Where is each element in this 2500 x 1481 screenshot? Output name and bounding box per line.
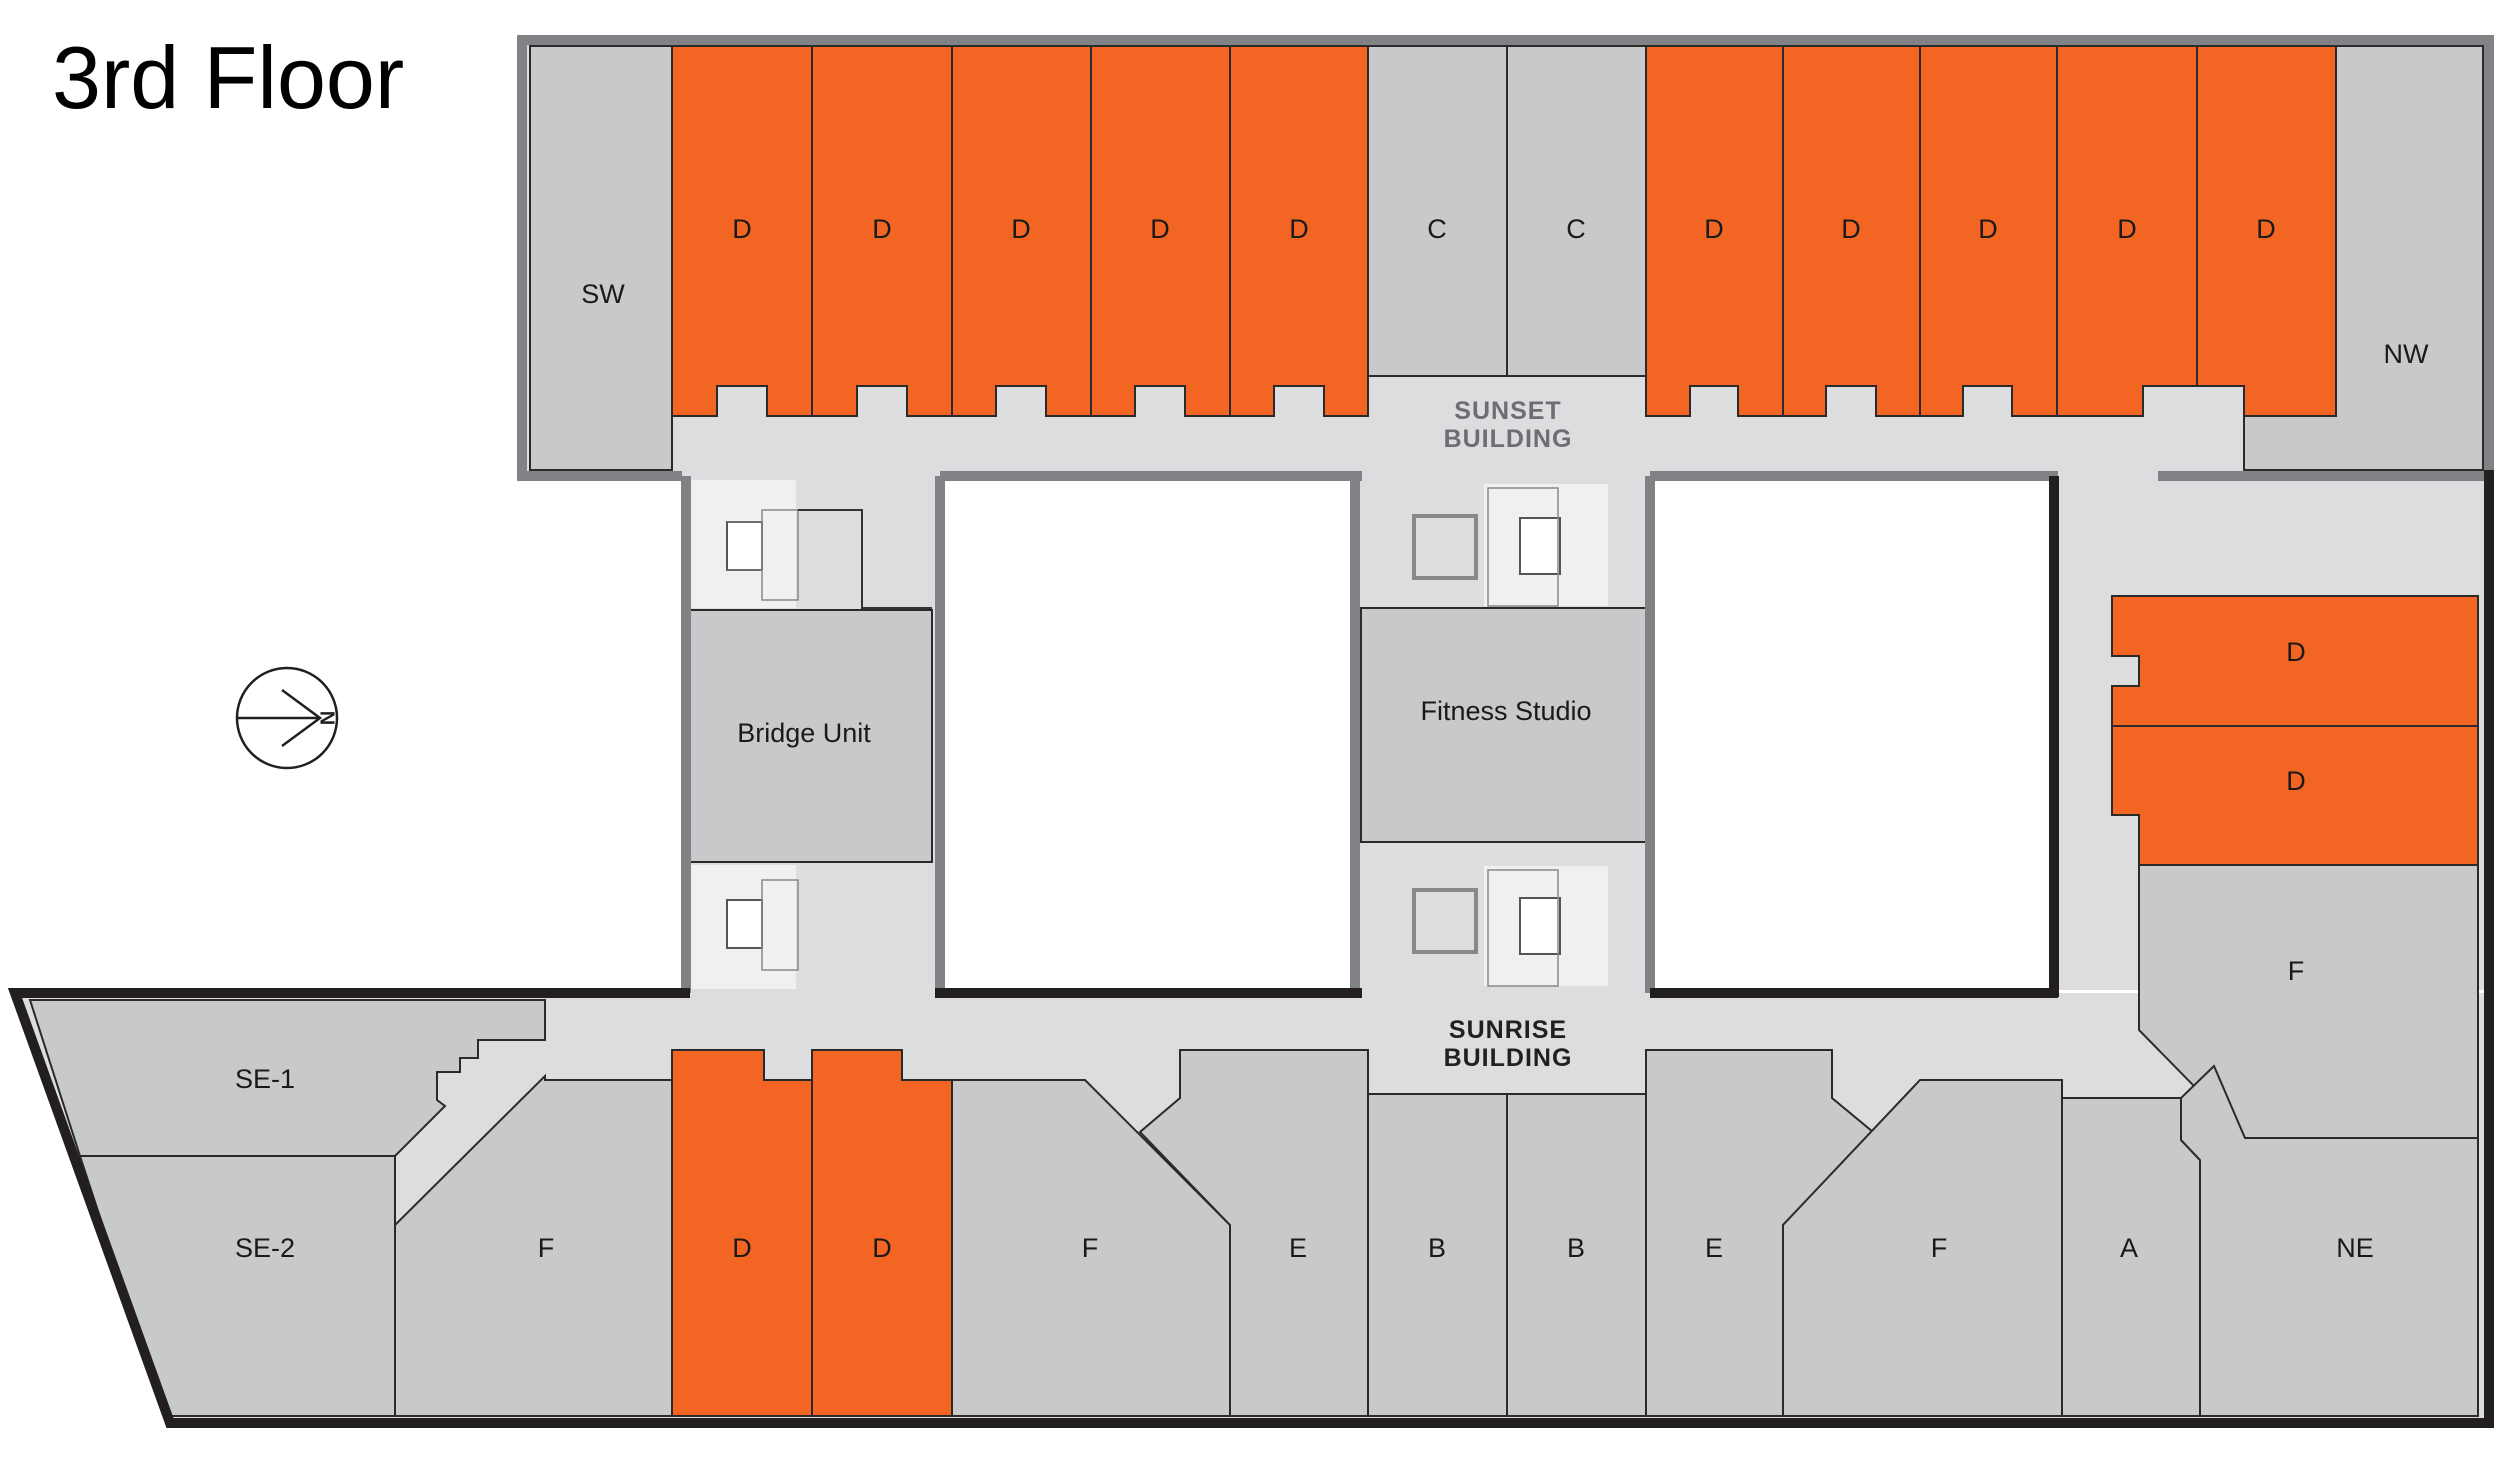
unit-label: F (2288, 956, 2305, 986)
courtyards (941, 477, 2054, 993)
west-courtyard (941, 477, 1359, 993)
unit-label: B (1428, 1233, 1446, 1263)
unit-label: F (538, 1233, 555, 1263)
stair-west-north (690, 480, 932, 609)
unit-label: D (732, 1233, 752, 1263)
unit-label: C (1566, 214, 1586, 244)
unit-label: D (1150, 214, 1170, 244)
north-arrow-icon: N (235, 666, 339, 770)
sunset-building-label-line1: SUNSET (1454, 397, 1561, 425)
unit-label: F (1931, 1233, 1948, 1263)
unit-label: A (2120, 1233, 2138, 1263)
unit-labels: SW D D D D D C C D D D D D NW D D F Brid… (235, 214, 2429, 1263)
units (28, 45, 2484, 1417)
unit-label: D (2256, 214, 2276, 244)
unit-label: D (2286, 637, 2306, 667)
unit-label: D (732, 214, 752, 244)
north-arrow-letter: N (316, 711, 338, 725)
unit-label: NW (2384, 339, 2429, 369)
unit-label: Fitness Studio (1420, 696, 1591, 726)
unit-label: D (1841, 214, 1861, 244)
unit-f-sunrise-3[interactable] (1782, 1079, 2063, 1417)
unit-label: SW (581, 279, 625, 309)
unit-label: SE-2 (235, 1233, 295, 1263)
unit-nw[interactable] (2243, 45, 2484, 471)
unit-se-2[interactable] (78, 1155, 396, 1417)
unit-sw[interactable] (529, 45, 673, 471)
unit-label: D (1704, 214, 1724, 244)
unit-c-2[interactable] (1506, 45, 1647, 377)
elevator-north (1412, 514, 1478, 580)
unit-label: D (872, 1233, 892, 1263)
floor-title: 3rd Floor (52, 28, 404, 127)
stair-center-north (1412, 484, 1608, 607)
stair-center-south (1412, 866, 1608, 987)
unit-label: D (1289, 214, 1309, 244)
building-labels: SUNSET BUILDING SUNRISE BUILDING (1444, 397, 1573, 1072)
elevator-south (1412, 888, 1478, 954)
sunrise-wall (7, 470, 2494, 1428)
sunrise-building-label-line1: SUNRISE (1449, 1016, 1567, 1044)
circulation (690, 480, 1608, 989)
unit-label: E (1289, 1233, 1307, 1263)
unit-label: D (1978, 214, 1998, 244)
unit-label: D (2117, 214, 2137, 244)
sunrise-building-label-line2: BUILDING (1444, 1044, 1573, 1072)
unit-c-1[interactable] (1367, 45, 1508, 377)
sunset-wall (517, 35, 2494, 481)
unit-label: NE (2336, 1233, 2374, 1263)
sunset-building-label-line2: BUILDING (1444, 425, 1573, 453)
unit-label: F (1082, 1233, 1099, 1263)
unit-label: SE-1 (235, 1064, 295, 1094)
unit-label: C (1427, 214, 1447, 244)
unit-label: Bridge Unit (737, 718, 871, 748)
unit-label: D (2286, 766, 2306, 796)
unit-label: D (1011, 214, 1031, 244)
exterior-walls (7, 35, 2494, 1428)
unit-ne[interactable] (2180, 1064, 2479, 1417)
stair-west-south (690, 865, 799, 989)
east-courtyard (1653, 477, 2054, 993)
unit-label: B (1567, 1233, 1585, 1263)
unit-d-east-1[interactable] (2111, 595, 2479, 727)
unit-label: D (872, 214, 892, 244)
unit-label: E (1705, 1233, 1723, 1263)
